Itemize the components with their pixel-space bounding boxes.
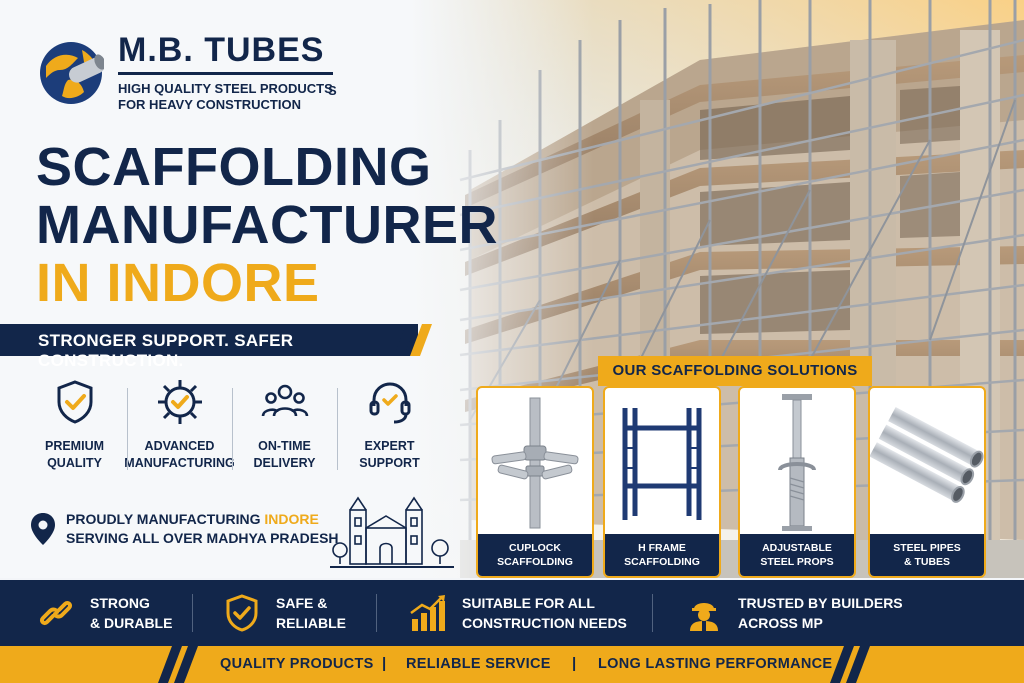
- location-city: INDORE: [264, 511, 319, 527]
- landmark-baseline: [330, 566, 454, 568]
- solution-card-steel-props[interactable]: ADJUSTABLE STEEL PROPS: [738, 386, 856, 578]
- benefit-safe-reliable: SAFE & RELIABLE: [222, 580, 346, 646]
- brand-logo: M.B. TUBES HIGH QUALITY STEEL PRODUCTS F…: [38, 32, 337, 113]
- brand-tagline: HIGH QUALITY STEEL PRODUCTS FOR HEAVY CO…: [118, 81, 333, 112]
- steel-pipes-icon: [870, 406, 984, 503]
- benefits-band: STRONG & DURABLE SAFE & RELIABLE SUITABL…: [0, 580, 1024, 646]
- headline-line-1: SCAFFOLDING: [36, 137, 432, 197]
- footer-separator: |: [572, 655, 577, 672]
- footer-separator: |: [382, 655, 387, 672]
- shield-check-icon: [226, 594, 258, 632]
- solution-card-h-frame[interactable]: H FRAME SCAFFOLDING: [603, 386, 721, 578]
- chain-link-icon: [39, 600, 73, 626]
- footer-item: QUALITY PRODUCTS: [220, 656, 374, 672]
- gear-check-icon: [157, 380, 202, 424]
- brand-name: M.B. TUBES: [118, 32, 333, 75]
- benefit-divider: [376, 594, 377, 632]
- feature-label: ADVANCED MANUFACTURING: [124, 439, 235, 470]
- feature-expert-support: EXPERT SUPPORT: [337, 378, 442, 482]
- brand-tagline-trailing: S: [328, 83, 337, 98]
- slogan-text: STRONGER SUPPORT. SAFER CONSTRUCTION.: [38, 331, 294, 370]
- slogan-stripes-icon: [396, 324, 432, 356]
- feature-label: PREMIUM QUALITY: [44, 439, 105, 470]
- growth-chart-icon: [410, 595, 445, 631]
- benefit-divider: [652, 594, 653, 632]
- feature-list: PREMIUM QUALITY ADVANCED MANUFACTURING: [22, 378, 442, 482]
- solution-card-cuplock[interactable]: CUPLOCK SCAFFOLDING: [476, 386, 594, 578]
- slogan-bar: STRONGER SUPPORT. SAFER CONSTRUCTION.: [0, 324, 418, 370]
- footer-item: RELIABLE SERVICE: [406, 656, 551, 672]
- headline-line-3: IN INDORE: [36, 253, 320, 313]
- solution-label: STEEL PIPES & TUBES: [870, 534, 984, 576]
- feature-on-time-delivery: ON-TIME DELIVERY: [232, 378, 337, 482]
- cuplock-scaffolding-icon: [491, 397, 579, 529]
- location-block: PROUDLY MANUFACTURING INDORE SERVING ALL…: [30, 510, 339, 548]
- main-headline: SCAFFOLDING MANUFACTURER IN INDORE: [36, 138, 498, 312]
- team-icon: [261, 384, 308, 417]
- benefit-strong-durable: STRONG & DURABLE: [36, 580, 172, 646]
- footer-stripes-left-icon: [158, 646, 198, 683]
- feature-advanced-manufacturing: ADVANCED MANUFACTURING: [124, 378, 235, 482]
- footer-item: LONG LASTING PERFORMANCE: [598, 656, 833, 672]
- location-line-1: PROUDLY MANUFACTURING: [66, 511, 261, 527]
- headset-icon: [369, 382, 410, 424]
- feature-label: ON-TIME DELIVERY: [253, 439, 316, 470]
- steel-prop-icon: [778, 394, 816, 531]
- solutions-title: OUR SCAFFOLDING SOLUTIONS: [598, 356, 872, 386]
- benefit-label: STRONG & DURABLE: [90, 595, 173, 631]
- solution-label: H FRAME SCAFFOLDING: [605, 534, 719, 576]
- shield-check-icon: [57, 380, 92, 424]
- indore-landmark-icon: [332, 496, 449, 565]
- benefit-label: SAFE & RELIABLE: [276, 595, 346, 631]
- builder-icon: [690, 603, 718, 631]
- globe-pipe-logo-icon: [40, 41, 104, 104]
- location-line-2: SERVING ALL OVER MADHYA PRADESH: [66, 530, 339, 546]
- feature-premium-quality: PREMIUM QUALITY: [22, 378, 127, 482]
- benefit-suitable-all: SUITABLE FOR ALL CONSTRUCTION NEEDS: [408, 580, 627, 646]
- solution-label: ADJUSTABLE STEEL PROPS: [740, 534, 854, 576]
- benefit-label: TRUSTED BY BUILDERS ACROSS MP: [738, 595, 903, 631]
- solution-card-steel-pipes[interactable]: STEEL PIPES & TUBES: [868, 386, 986, 578]
- benefit-label: SUITABLE FOR ALL CONSTRUCTION NEEDS: [462, 595, 627, 631]
- footer-stripes-right-icon: [830, 646, 870, 683]
- solutions-cards: CUPLOCK SCAFFOLDING H FRAME SCAFFOLDING: [476, 386, 1002, 580]
- headline-line-2: MANUFACTURER: [36, 195, 498, 255]
- solution-label: CUPLOCK SCAFFOLDING: [478, 534, 592, 576]
- benefit-divider: [192, 594, 193, 632]
- location-pin-icon: [31, 513, 55, 545]
- h-frame-scaffolding-icon: [622, 408, 702, 520]
- benefit-trusted-builders: TRUSTED BY BUILDERS ACROSS MP: [684, 580, 903, 646]
- feature-label: EXPERT SUPPORT: [359, 439, 420, 470]
